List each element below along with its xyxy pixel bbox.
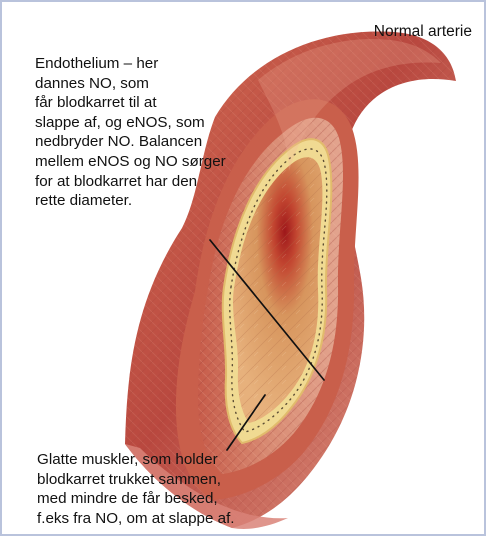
diagram-title: Normal arterie <box>374 22 472 42</box>
muscle-label: Glatte muskler, som holder blodkarret tr… <box>37 450 297 528</box>
endothelium-label: Endothelium – her dannes NO, som får blo… <box>35 54 265 211</box>
